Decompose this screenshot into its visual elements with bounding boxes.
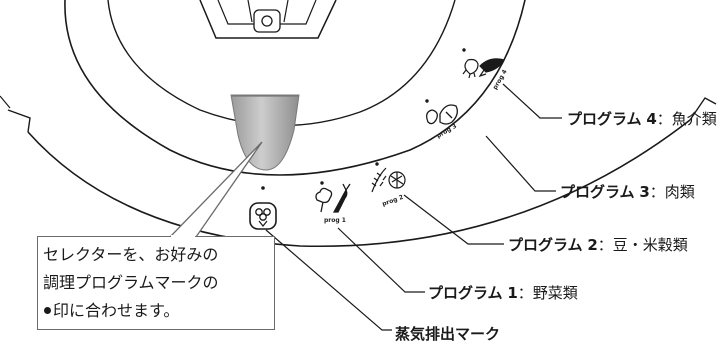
- lid-rim-left-notch: [7, 109, 31, 133]
- lid-inner-ring-outer: [64, 0, 526, 176]
- prog1-label-number: 1: [507, 284, 518, 302]
- steam-release-label: 蒸気排出マーク: [395, 325, 501, 343]
- grain-bean-icon: [371, 167, 406, 193]
- prog4-label: プログラム 4：魚介類: [567, 110, 717, 128]
- prog3-label: プログラム 3：肉類: [560, 183, 695, 201]
- prog3-label-desc: 肉類: [664, 183, 695, 201]
- lid-rim-left-edge: [0, 95, 11, 109]
- prog1-label-name: プログラム: [428, 284, 503, 302]
- prog1-dot: [320, 181, 324, 185]
- prog1-label: プログラム 1：野菜類: [428, 284, 578, 302]
- leader-steam: [265, 229, 392, 331]
- prog2-dot: [375, 162, 379, 166]
- prog1-label-sep: ：: [517, 284, 533, 302]
- prog4-label-sep: ：: [656, 110, 672, 128]
- leader-prog3: [485, 135, 556, 192]
- steam-release-icon: [249, 202, 277, 230]
- prog3-mark-text: prog 3: [436, 123, 458, 140]
- leader-prog2: [403, 194, 504, 245]
- callout-line-1: セレクターを、お好みの: [43, 245, 219, 264]
- callout-line-2: 調理プログラムマークの: [43, 273, 219, 292]
- prog4-label-name: プログラム: [567, 110, 642, 128]
- prog2-label-name: プログラム: [508, 236, 583, 254]
- prog2-label: プログラム 2：豆・米穀類: [508, 236, 688, 254]
- meat-icon: [426, 104, 458, 125]
- selector-pointer: [230, 94, 300, 171]
- prog4-label-number: 4: [646, 110, 657, 128]
- prog1-mark-text: prog 1: [324, 217, 346, 224]
- vegetable-icon: [315, 183, 351, 213]
- prog3-dot: [425, 99, 429, 103]
- prog2-label-desc: 豆・米穀類: [612, 236, 688, 254]
- prog2-mark-text: prog 2: [381, 194, 404, 208]
- seafood-icon: [462, 58, 505, 79]
- bullet-dot: [44, 307, 51, 314]
- prog2-label-number: 2: [587, 236, 598, 254]
- valve-knob: [253, 9, 281, 33]
- callout-line-3-text: 印に合わせます。: [53, 301, 180, 320]
- valve-stem-left: [247, 0, 253, 23]
- prog2-label-sep: ：: [597, 236, 613, 254]
- prog3-label-number: 3: [639, 183, 650, 201]
- leader-prog1: [337, 227, 425, 293]
- valve-housing: [199, 0, 337, 39]
- leader-prog4: [502, 83, 562, 119]
- valve-stem-right: [283, 0, 289, 23]
- callout-pointer-join: [171, 235, 195, 238]
- prog3-label-name: プログラム: [560, 183, 635, 201]
- valve-knob-hole: [261, 15, 273, 27]
- prog4-dot: [462, 48, 466, 52]
- lid-rim-right-notch: [689, 97, 717, 121]
- callout-line-3: 印に合わせます。: [43, 297, 274, 325]
- prog1-label-desc: 野菜類: [532, 284, 578, 302]
- instruction-callout: セレクターを、お好みの 調理プログラムマークの 印に合わせます。: [37, 236, 275, 330]
- lid-outer-rim: [27, 119, 691, 248]
- prog4-label-desc: 魚介類: [671, 110, 717, 128]
- prog3-label-sep: ：: [649, 183, 665, 201]
- steam-dot: [261, 186, 265, 190]
